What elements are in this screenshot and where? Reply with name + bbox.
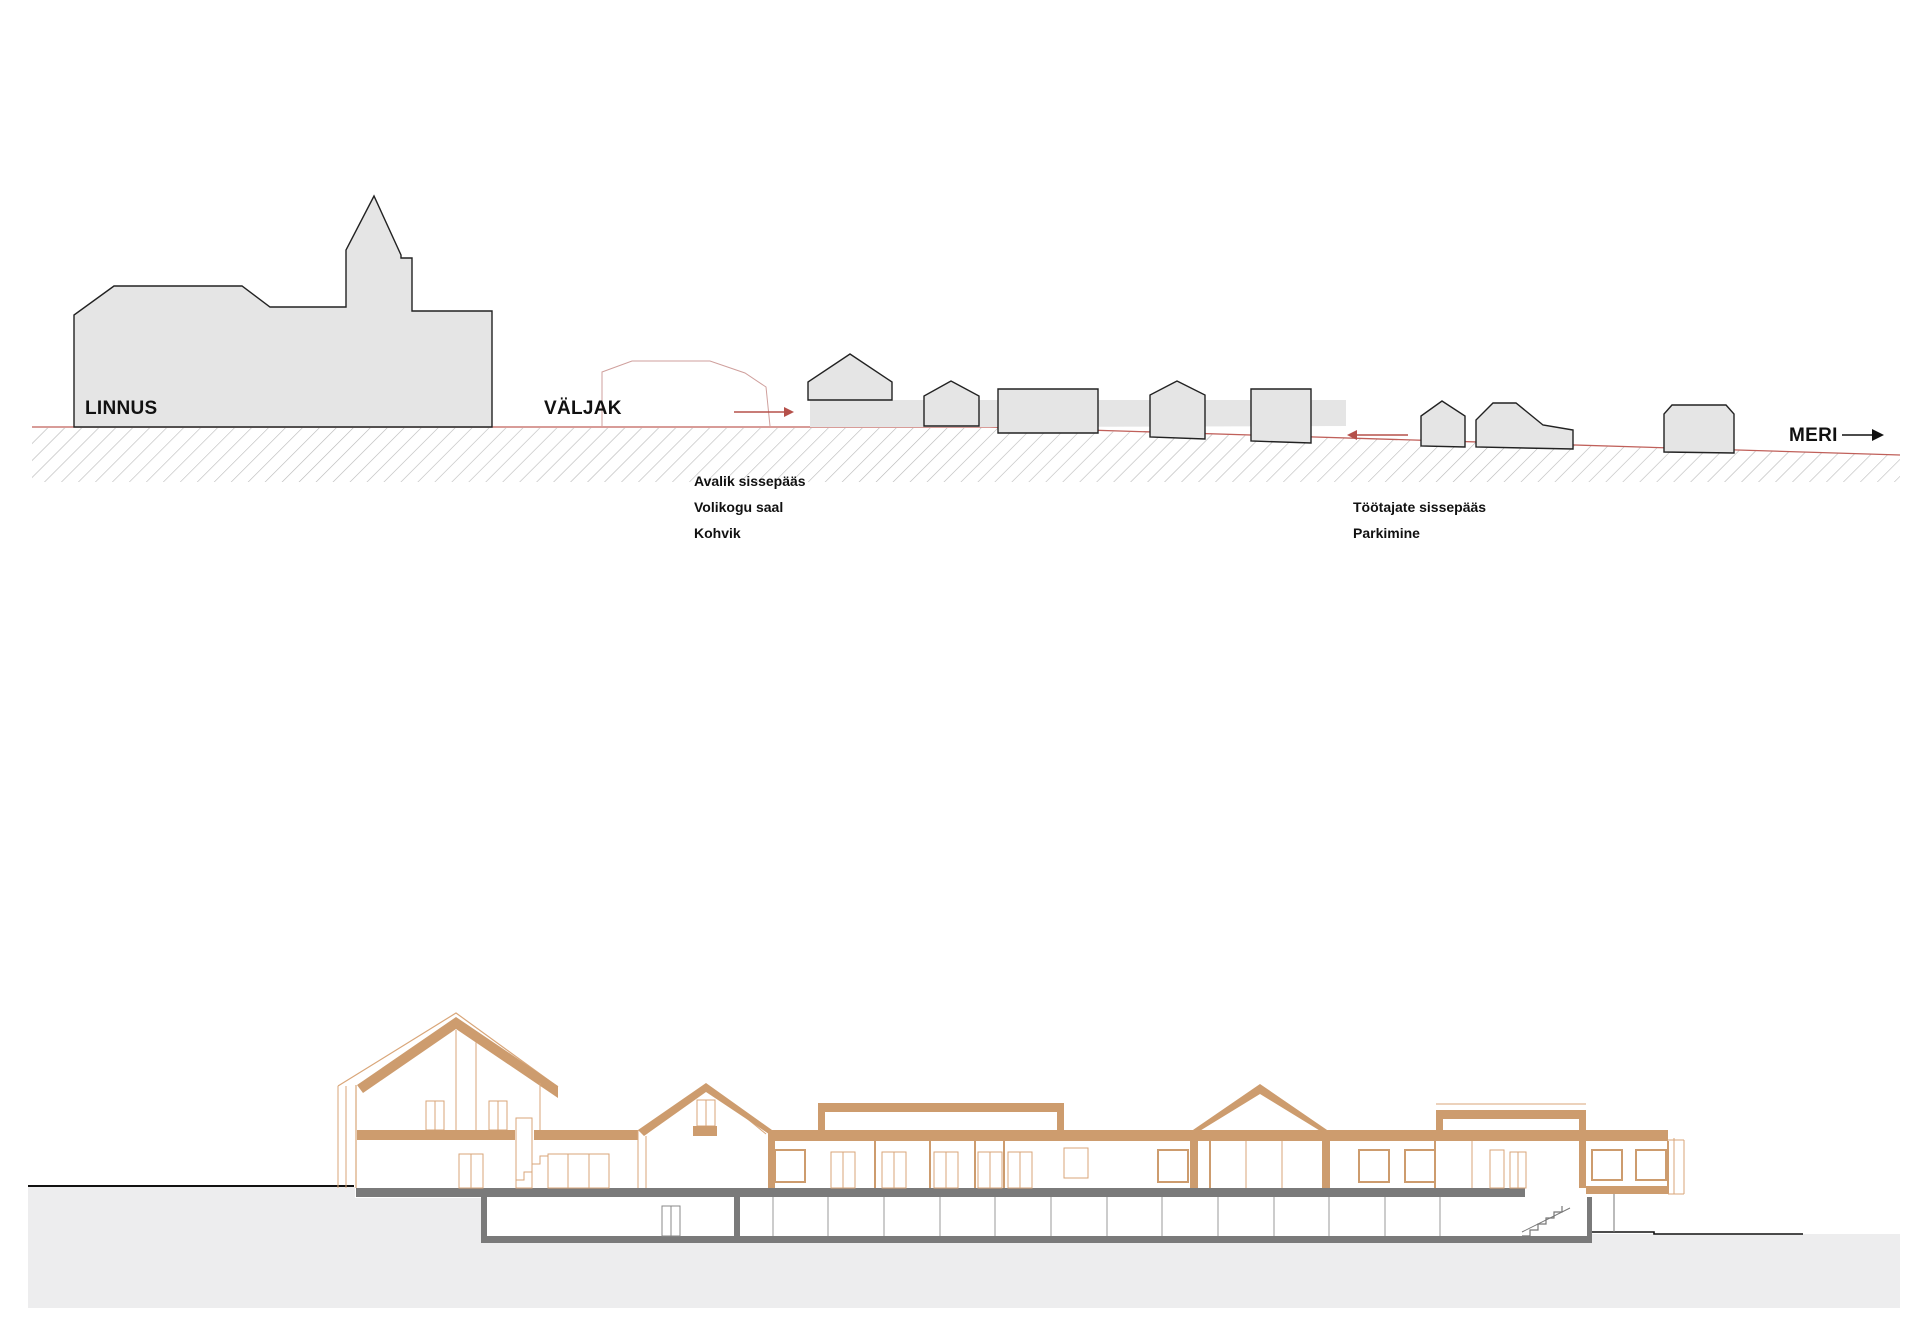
house-silhouette (997, 388, 1099, 434)
house-silhouette (1149, 380, 1206, 440)
sea-label: MERI (1789, 425, 1838, 446)
public-entrance-arrow (734, 407, 794, 417)
public-entrance-note: Volikogu saal (694, 499, 784, 515)
staff-entrance-note: Parkimine (1353, 525, 1420, 541)
square-label: VÄLJAK (544, 398, 622, 419)
staff-entrance-arrow (1347, 430, 1408, 440)
earth-fill (28, 1187, 1900, 1308)
castle-silhouette (73, 194, 493, 428)
house-silhouette (1250, 388, 1312, 444)
house-silhouette (923, 380, 980, 427)
public-entrance-note: Kohvik (694, 525, 741, 541)
house-silhouette (1663, 404, 1735, 454)
staff-entrance-note: Töötajate sissepääs (1353, 499, 1487, 515)
timber-building (337, 1012, 1685, 1232)
sea-direction-arrow (1842, 429, 1884, 441)
site-section-drawing (32, 194, 1901, 482)
house-silhouette (1420, 400, 1466, 448)
basement-stairs (1522, 1206, 1563, 1237)
basement-structure (356, 1188, 1592, 1243)
public-entrance-note: Avalik sissepääs (694, 473, 806, 489)
castle-label: LINNUS (85, 398, 158, 419)
ground-line-right (1590, 1231, 1803, 1235)
basement-columns (772, 1197, 1441, 1236)
house-silhouette (1475, 402, 1574, 450)
ghost-building-outline (601, 360, 771, 427)
house-silhouette (807, 353, 893, 401)
